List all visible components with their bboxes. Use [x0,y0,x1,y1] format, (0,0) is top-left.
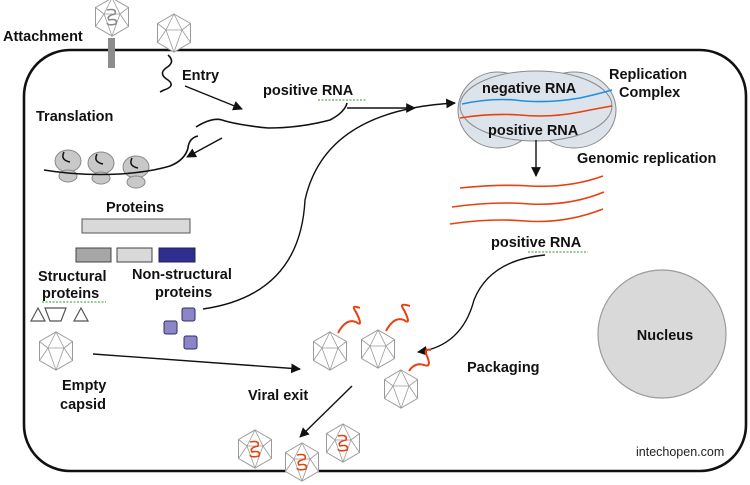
viral-exit-label: Viral exit [248,388,308,404]
replication-complex-label-2: Complex [619,85,680,101]
structural-proteins-label-2: proteins [42,286,99,302]
entry-label: Entry [182,68,219,84]
replication-complex-label-1: Replication [609,67,687,83]
positive-rna-lower-label: positive RNA [491,235,582,251]
nucleus [597,269,727,399]
ribosomes [54,149,150,189]
packaging-label: Packaging [467,360,540,376]
translation-arrow [186,137,223,158]
rna-to-packaging-arrow [417,254,546,356]
polyprotein-bar [81,218,191,234]
cell-receptor [108,38,115,68]
mrna-strand [43,135,199,176]
packaging-virion-2 [361,303,411,369]
positive-rna-complex-label: positive RNA [488,123,579,139]
nonstructural-protein-bar [158,247,196,263]
replication-complex [457,70,617,149]
nonstructural-proteins-label-2: proteins [155,285,212,301]
viral-exit-arrow [299,385,353,438]
nonstructural-to-complex-arrow [202,98,456,310]
nonstructural-protein-units [163,307,198,350]
genomic-replication-label: Genomic replication [577,151,716,167]
cell-membrane [22,48,748,473]
attachment-label: Attachment [3,29,83,45]
translation-label: Translation [36,109,113,125]
structural-protein-bar [75,247,112,263]
nucleus-label: Nucleus [637,328,693,344]
nonstructural-proteins-label-1: Non-structural [132,267,232,283]
intermediate-protein-bar [116,247,153,263]
structural-protein-subunits [29,306,90,322]
empty-capsid-label-1: Empty [62,378,106,394]
positive-rna-top-label: positive RNA [263,83,354,99]
replicated-genomes [449,175,605,225]
packaging-virion-1 [313,305,361,371]
source-credit: intechopen.com [636,445,724,459]
structural-proteins-label-1: Structural [38,269,107,285]
entering-rna-strand [159,54,173,93]
attaching-virus [95,0,129,37]
proteins-label: Proteins [106,200,164,216]
packaging-virion-3 [384,348,432,409]
empty-capsid-label-2: capsid [60,397,106,413]
entering-virus [157,13,191,53]
positive-rna-strand-top [195,102,348,129]
complex-negative-rna-strand [461,89,613,105]
capsid-to-assembly-arrow [92,353,301,374]
complex-positive-rna-strand [459,105,613,119]
negative-rna-label: negative RNA [482,81,577,97]
entry-arrow [184,85,243,111]
